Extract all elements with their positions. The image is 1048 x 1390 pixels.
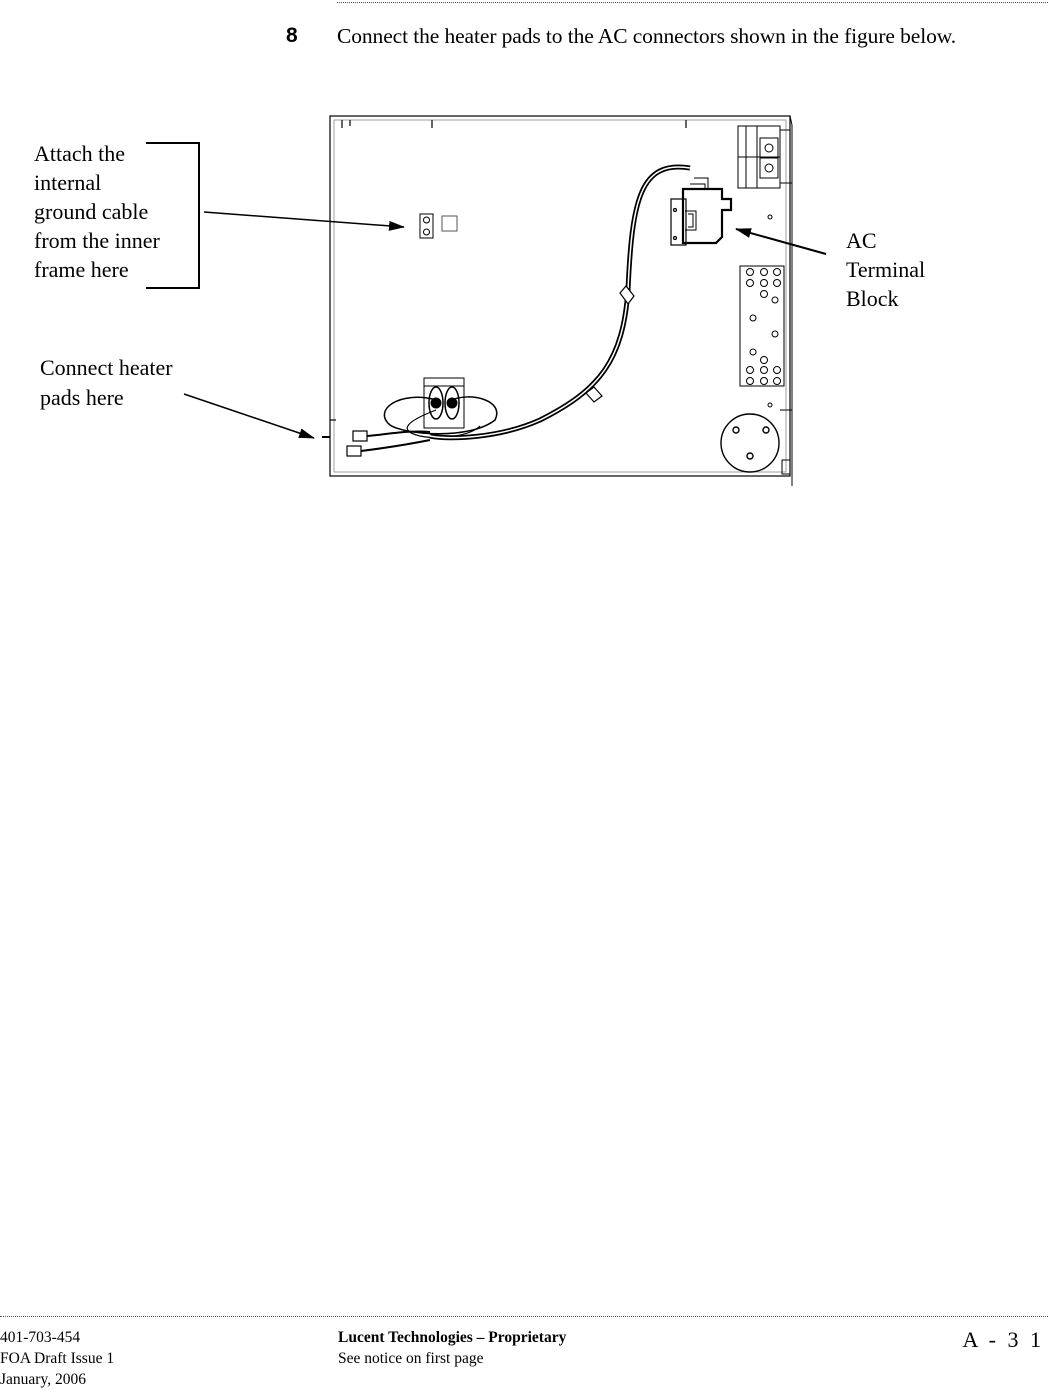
- draft-issue: FOA Draft Issue 1: [0, 1350, 115, 1367]
- ground-cable-callout: Attach the internal ground cable from th…: [34, 139, 160, 284]
- callout-line: AC: [846, 228, 877, 253]
- ground-arrow: [203, 211, 405, 231]
- ac-arrow: [735, 228, 827, 255]
- ac-terminal-callout: AC Terminal Block: [846, 226, 925, 313]
- footer-proprietary: Lucent Technologies – Proprietary See no…: [338, 1327, 566, 1369]
- doc-number: 401-703-454: [0, 1329, 81, 1346]
- callout-line: ground cable: [34, 199, 149, 224]
- page-number: A - 3 1: [962, 1327, 1044, 1352]
- callout-line: from the inner: [34, 228, 160, 253]
- ac-terminal-block: [670, 177, 733, 246]
- callout-line: Terminal: [846, 257, 926, 282]
- notice-reference: See notice on first page: [338, 1350, 484, 1367]
- heater-arrow: [183, 393, 315, 439]
- ac-connector-diagram: [146, 115, 827, 486]
- round-fitting: [720, 413, 780, 473]
- top-dotted-rule: [337, 2, 1048, 3]
- callout-line: Attach the: [34, 141, 126, 166]
- ground-stud: [419, 213, 458, 239]
- callout-line: pads here: [40, 385, 124, 410]
- heater-pad-plugs: [346, 430, 431, 457]
- heater-connector: [383, 377, 498, 439]
- enclosure-panel: [322, 115, 793, 486]
- breaker-block: [737, 125, 792, 189]
- callout-line: Block: [846, 286, 899, 311]
- step-number: 8: [286, 24, 298, 47]
- callout-bracket: [146, 142, 200, 289]
- terminal-strip: [739, 214, 792, 475]
- callout-line: frame here: [34, 257, 129, 282]
- doc-date: January, 2006: [0, 1371, 86, 1388]
- callout-line: Connect heater: [40, 355, 173, 380]
- step-instruction: Connect the heater pads to the AC connec…: [337, 24, 957, 48]
- footer-doc-info: 401-703-454 FOA Draft Issue 1 January, 2…: [0, 1327, 114, 1390]
- company-notice: Lucent Technologies – Proprietary: [338, 1329, 567, 1346]
- callout-line: internal: [34, 170, 102, 195]
- heater-pads-callout: Connect heater pads here: [40, 353, 173, 413]
- footer-dotted-rule: [0, 1316, 1048, 1317]
- harness-cable: [429, 164, 691, 441]
